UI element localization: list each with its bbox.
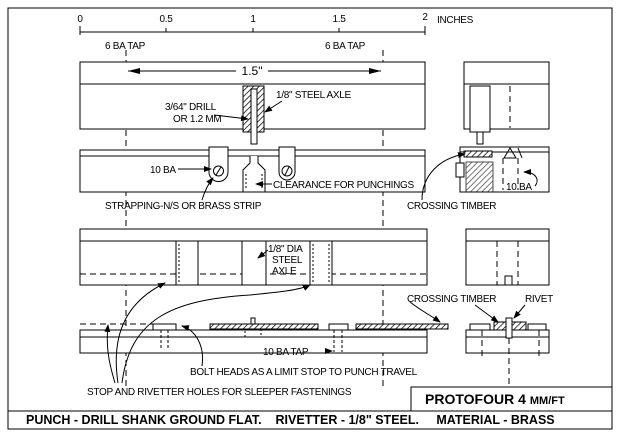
drawing-border	[7, 7, 613, 430]
strapping-label: STRAPPING-N/S OR BRASS STRIP	[105, 201, 262, 212]
rivet-label: RIVET	[525, 294, 553, 305]
punch-block-plan-side	[465, 228, 550, 286]
ten-ba-tap-label: 10 BA TAP	[263, 347, 309, 358]
inch-scale: 0 0.5 1 1.5 2 INCHES	[77, 12, 474, 35]
tap-label-right: 6 BA TAP	[325, 41, 366, 52]
steel-axle-label: 1/8" STEEL AXLE	[276, 90, 351, 101]
punch-block-side	[455, 61, 550, 193]
scale-tick: 1	[250, 14, 256, 25]
axle-dia-label-3: AXLE	[272, 266, 297, 277]
axle-dia-label: 1/8" DIA	[268, 244, 303, 255]
punch-block-front: 1.5"	[79, 61, 426, 145]
ten-ba-side-label: 10 BA	[506, 182, 532, 193]
axle-dia-label-2: STEEL	[272, 255, 303, 266]
title-block-title: PROTOFOUR 4 MM/FT	[425, 391, 565, 407]
drill-label-alt: OR 1.2 MM	[173, 114, 221, 125]
scale-unit: INCHES	[437, 15, 474, 26]
stop-holes-label: STOP AND RIVETTER HOLES FOR SLEEPER FAST…	[87, 387, 352, 398]
crossing-timber-label: CROSSING TIMBER	[407, 201, 496, 212]
title-unit: MM/FT	[530, 395, 565, 407]
scale-tick: 2	[422, 12, 428, 23]
drill-label: 3/64" DRILL	[165, 102, 217, 113]
crossing-timber-label-2: CROSSING TIMBER	[407, 294, 496, 305]
clearance-label: CLEARANCE FOR PUNCHINGS	[273, 180, 415, 191]
ten-ba-label: 10 BA	[150, 165, 176, 176]
tap-label-left: 6 BA TAP	[105, 41, 146, 52]
riveter-block-section-side	[465, 317, 550, 385]
title-text: PROTOFOUR 4	[425, 391, 526, 407]
dimension-label: 1.5"	[242, 64, 263, 78]
scale-tick: 0.5	[159, 14, 173, 25]
riveter-block-front	[79, 146, 426, 193]
punch-block-plan	[79, 228, 428, 286]
bolt-heads-label: BOLT HEADS AS A LIMIT STOP TO PUNCH TRAV…	[190, 367, 418, 378]
scale-tick: 0	[77, 14, 83, 25]
scale-tick: 1.5	[332, 14, 346, 25]
footer-notes: PUNCH - DRILL SHANK GROUND FLAT. RIVETTE…	[26, 413, 555, 427]
